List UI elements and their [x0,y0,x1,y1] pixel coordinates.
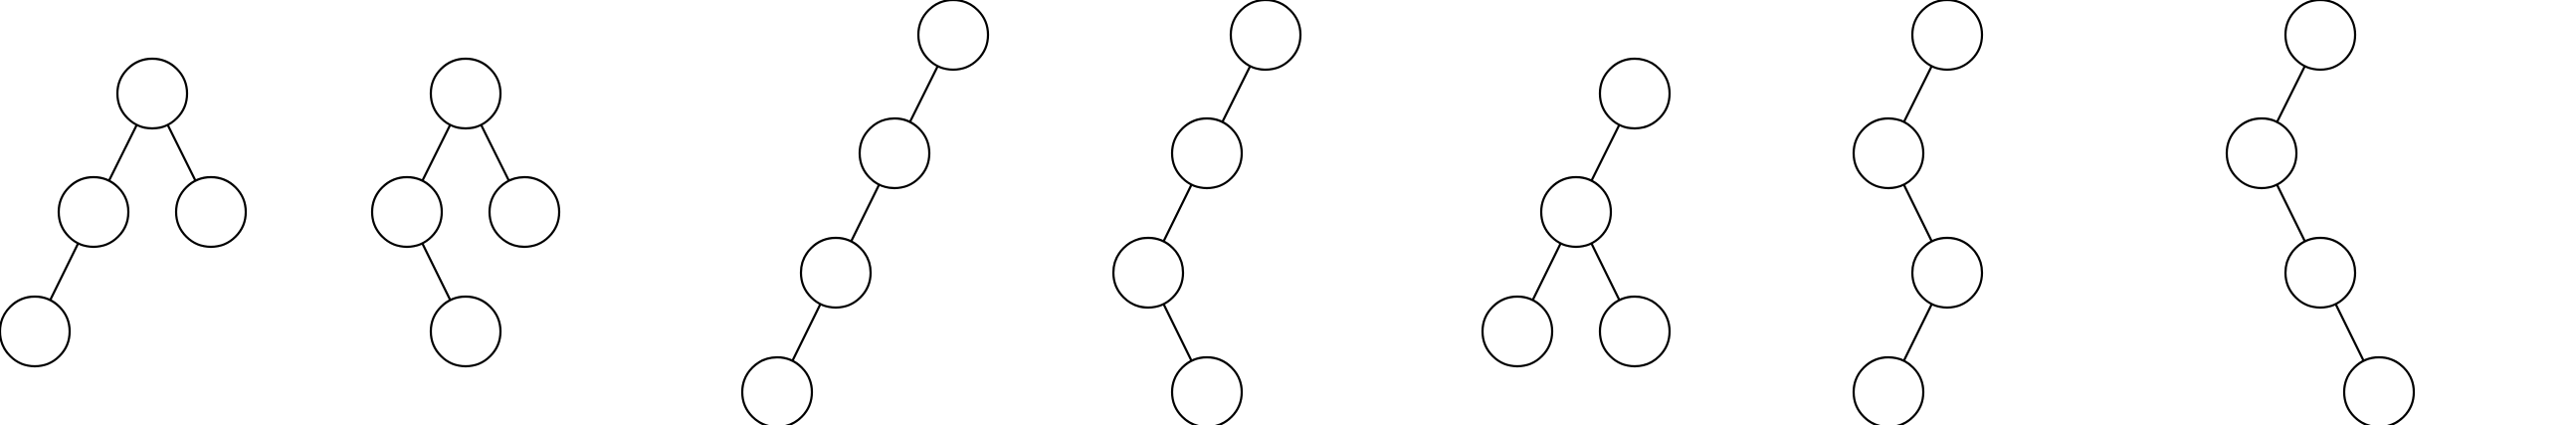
tree-5 [1481,57,1672,368]
tree-4-node-ll [1111,236,1185,310]
tree-7-edge-root-l [2276,65,2306,123]
tree-2-node-left [370,175,444,249]
tree-5-edge-root-l [1590,123,1621,182]
tree-4-edge-root-l [1221,65,1252,123]
tree-1-edge-left-left-left [49,242,80,302]
tree-7-edge-l-lr [2276,183,2306,243]
tree-4-node-l [1170,116,1244,190]
tree-7-edge-lr-lrr [2334,303,2365,362]
tree-1-node-left [57,175,130,249]
tree-2-node-right [488,175,561,249]
tree-6-node-root [1910,0,1984,72]
tree-1 [0,57,248,368]
tree-5-edge-l-lr [1590,242,1621,302]
tree-3-node-l [858,116,931,190]
tree-5-node-root [1598,57,1672,130]
tree-3-edge-l-ll [850,183,881,243]
tree-7-node-lrr [2342,355,2416,425]
tree-3-node-ll [799,236,873,310]
tree-2-edge-left-left-right [421,242,452,302]
tree-6 [1852,0,1984,425]
tree-1-node-left-left [0,295,72,368]
tree-4-node-llr [1170,355,1244,425]
tree-2-edge-root-left [421,123,452,182]
tree-6-node-lrl [1852,355,1925,425]
tree-2-edge-root-right [480,123,510,182]
tree-1-edge-root-right [166,123,197,182]
tree-2 [370,57,561,368]
tree-6-edge-lr-lrl [1902,303,1933,362]
tree-7-node-lr [2283,236,2357,310]
tree-4-node-root [1229,0,1302,72]
tree-6-edge-root-l [1902,65,1933,123]
tree-3 [740,0,990,425]
tree-5-edge-l-ll [1531,242,1562,302]
tree-5-node-l [1539,175,1613,249]
tree-1-edge-root-left [107,123,138,182]
tree-7 [2225,0,2416,425]
tree-1-node-root [115,57,189,130]
tree-2-node-left-right [429,295,502,368]
tree-3-edge-ll-lll [791,303,822,362]
tree-4 [1111,0,1302,425]
tree-1-node-right [174,175,248,249]
tree-3-node-root [916,0,990,72]
tree-2-node-root [429,57,502,130]
tree-6-node-lr [1910,236,1984,310]
tree-5-node-lr [1598,295,1672,368]
tree-7-node-root [2283,0,2357,72]
tree-5-node-ll [1481,295,1554,368]
tree-7-node-l [2225,116,2298,190]
trees-layer [0,0,2416,425]
tree-4-edge-l-ll [1162,183,1193,243]
tree-3-node-lll [740,355,814,425]
tree-6-node-l [1852,116,1925,190]
tree-3-edge-root-l [908,65,939,123]
tree-4-edge-ll-llr [1162,303,1193,362]
tree-6-edge-l-lr [1902,183,1933,243]
